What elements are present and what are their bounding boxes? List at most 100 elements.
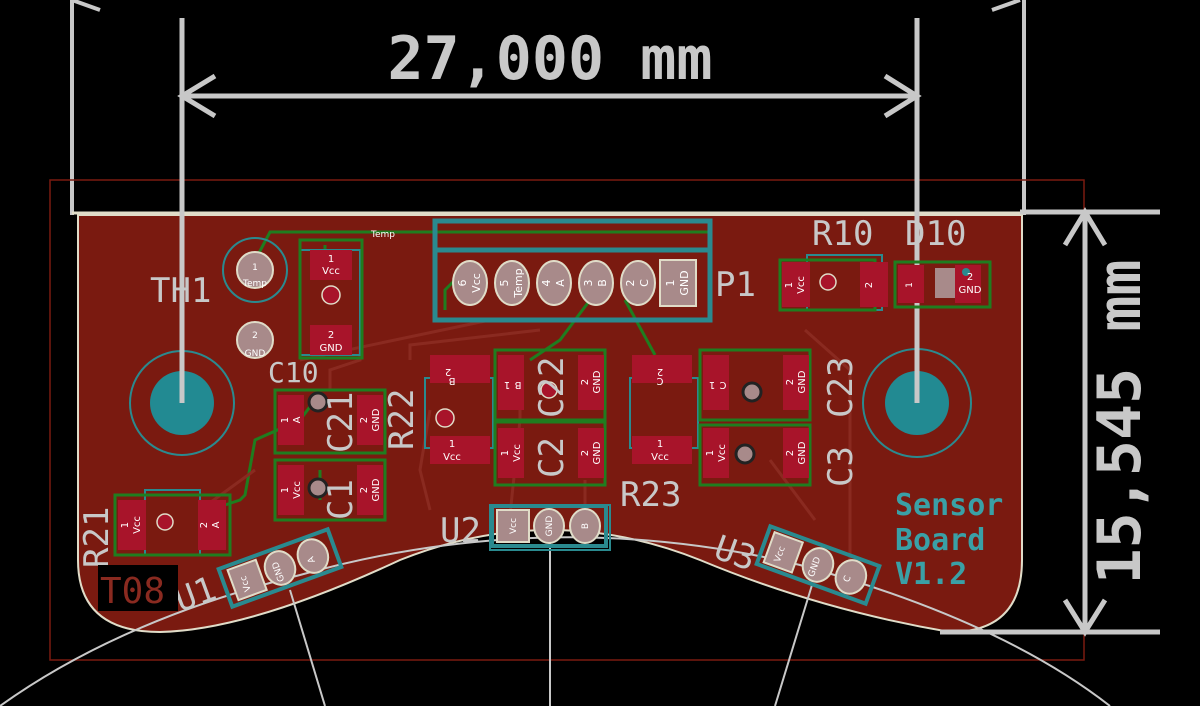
- pad-label: 2: [657, 366, 663, 377]
- pad-label: 1: [328, 254, 334, 265]
- pad-net: Vcc: [717, 444, 728, 462]
- pad-label: 2: [624, 280, 637, 287]
- silk-line-3: V1.2: [895, 557, 967, 592]
- component-r23[interactable]: 2 C 1 Vcc R23: [620, 355, 692, 515]
- dimension-width: [177, 18, 922, 403]
- pad-net: Vcc: [470, 273, 483, 293]
- pad-net: Temp: [512, 268, 525, 298]
- pad-label: 1: [705, 450, 716, 456]
- ref-c23: C23: [821, 357, 861, 418]
- pad-net: B: [581, 523, 591, 529]
- component-c10[interactable]: 1 Vcc 2 GND C10: [268, 250, 352, 389]
- pad-net: GND: [371, 478, 382, 501]
- connector-p1-outline: [432, 218, 713, 323]
- pad-label: 2: [252, 331, 258, 341]
- pad-net: A: [211, 521, 222, 528]
- pad-net: Vcc: [796, 276, 807, 294]
- pad-label: 2: [445, 366, 451, 377]
- pad-net: Vcc: [132, 516, 143, 534]
- ref-c2: C2: [532, 437, 572, 478]
- component-c23[interactable]: 1 C 2 GND C23: [703, 355, 861, 418]
- ref-c1: C1: [321, 479, 361, 520]
- pad-label: 1: [449, 439, 455, 450]
- pad-label: 1: [709, 379, 715, 390]
- pad-label: 2: [580, 379, 591, 385]
- pad-net: C: [638, 279, 651, 287]
- pad-net: C: [719, 379, 726, 390]
- dimension-width-label: 27,000 mm: [387, 24, 712, 94]
- component-p1[interactable]: 6 Vcc 5 Temp 4 A 3 B 2 C 1 GND P1: [452, 259, 756, 307]
- pad-label: 5: [498, 280, 511, 287]
- component-r10[interactable]: 1 Vcc 2 R10: [782, 214, 888, 307]
- pad-net: GND: [678, 270, 691, 295]
- pad-label: 2: [967, 272, 973, 283]
- pad-net: C: [842, 574, 854, 583]
- pad-label: 2: [864, 282, 875, 288]
- component-c21[interactable]: 1 A 2 GND C21: [278, 391, 383, 453]
- ref-r22: R22: [382, 389, 422, 450]
- sensor-spokes: [289, 535, 813, 706]
- pad-label: 2: [580, 450, 591, 456]
- component-u1[interactable]: Vcc GND A: [216, 526, 344, 610]
- corner-label-box: T08: [98, 565, 178, 612]
- pad-label: 2: [328, 330, 334, 341]
- component-u2[interactable]: Vcc GND B U2: [440, 504, 608, 551]
- pad-net: A: [292, 416, 303, 423]
- pad-net: Vcc: [651, 452, 669, 463]
- pad-net: GND: [320, 343, 343, 354]
- component-u3[interactable]: Vcc GND C: [754, 523, 882, 607]
- component-r22[interactable]: 2 B 1 Vcc R22: [382, 355, 490, 464]
- pad-net: GND: [245, 349, 266, 359]
- pad-label: 2: [359, 417, 370, 423]
- pad-label: 3: [582, 280, 595, 287]
- component-c1[interactable]: 1 Vcc 2 GND C1: [278, 465, 383, 520]
- pad-net: Vcc: [443, 452, 461, 463]
- pad-net: B: [514, 379, 521, 390]
- pad-net: Temp: [242, 279, 267, 289]
- pad-label: 4: [540, 280, 553, 287]
- pad-label: 2: [359, 487, 370, 493]
- dimension-height-label: 15,545 mm: [1085, 259, 1155, 584]
- pad-label: 6: [456, 280, 469, 287]
- component-bodies: [113, 238, 992, 557]
- pad-label: 1: [657, 439, 663, 450]
- pad-label: 1: [280, 487, 291, 493]
- pad-net: Vcc: [512, 444, 523, 462]
- ref-c10: C10: [268, 356, 319, 389]
- pad-net: A: [554, 279, 567, 287]
- corner-label: T08: [100, 571, 165, 612]
- silk-line-2: Board: [895, 523, 985, 558]
- pad-label: 1: [120, 522, 131, 528]
- ref-p1: P1: [715, 265, 756, 305]
- component-c22[interactable]: 1 B 2 GND C22: [498, 355, 604, 418]
- component-r21[interactable]: 1 Vcc 2 A R21: [77, 500, 226, 568]
- pad-net: Vcc: [322, 266, 340, 277]
- pad-net: C: [656, 375, 663, 386]
- pad-label: 1: [905, 282, 915, 288]
- pad-net: GND: [592, 441, 603, 464]
- component-d10[interactable]: 1 2 GND D10: [898, 214, 982, 303]
- pad-label: 1: [664, 280, 677, 287]
- ref-th1: TH1: [150, 271, 211, 311]
- silk-line-1: Sensor: [895, 488, 1003, 523]
- pad-net: GND: [371, 408, 382, 431]
- ref-c22: C22: [532, 357, 572, 418]
- pad-label: 1: [504, 379, 510, 390]
- component-c2[interactable]: 1 Vcc 2 GND C2: [498, 428, 604, 478]
- trace-label-temp: Temp: [370, 230, 395, 240]
- component-th1[interactable]: 1 Temp 2 GND TH1: [150, 251, 274, 359]
- pad-label: 1: [252, 263, 258, 273]
- pad-net: Vcc: [292, 481, 303, 499]
- dimension-height: [940, 207, 1160, 637]
- fab-lines-back: [70, 0, 1026, 215]
- pad-net: A: [306, 554, 318, 564]
- ref-r10: R10: [812, 214, 873, 254]
- ref-c21: C21: [321, 392, 361, 453]
- silk-board-label: Sensor Board V1.2: [895, 488, 1003, 592]
- pad-net: B: [448, 375, 455, 386]
- ref-d10: D10: [905, 214, 966, 254]
- pad-net: GND: [797, 441, 808, 464]
- ref-r21: R21: [77, 507, 117, 568]
- component-c3[interactable]: 1 Vcc 2 GND C3: [703, 428, 861, 487]
